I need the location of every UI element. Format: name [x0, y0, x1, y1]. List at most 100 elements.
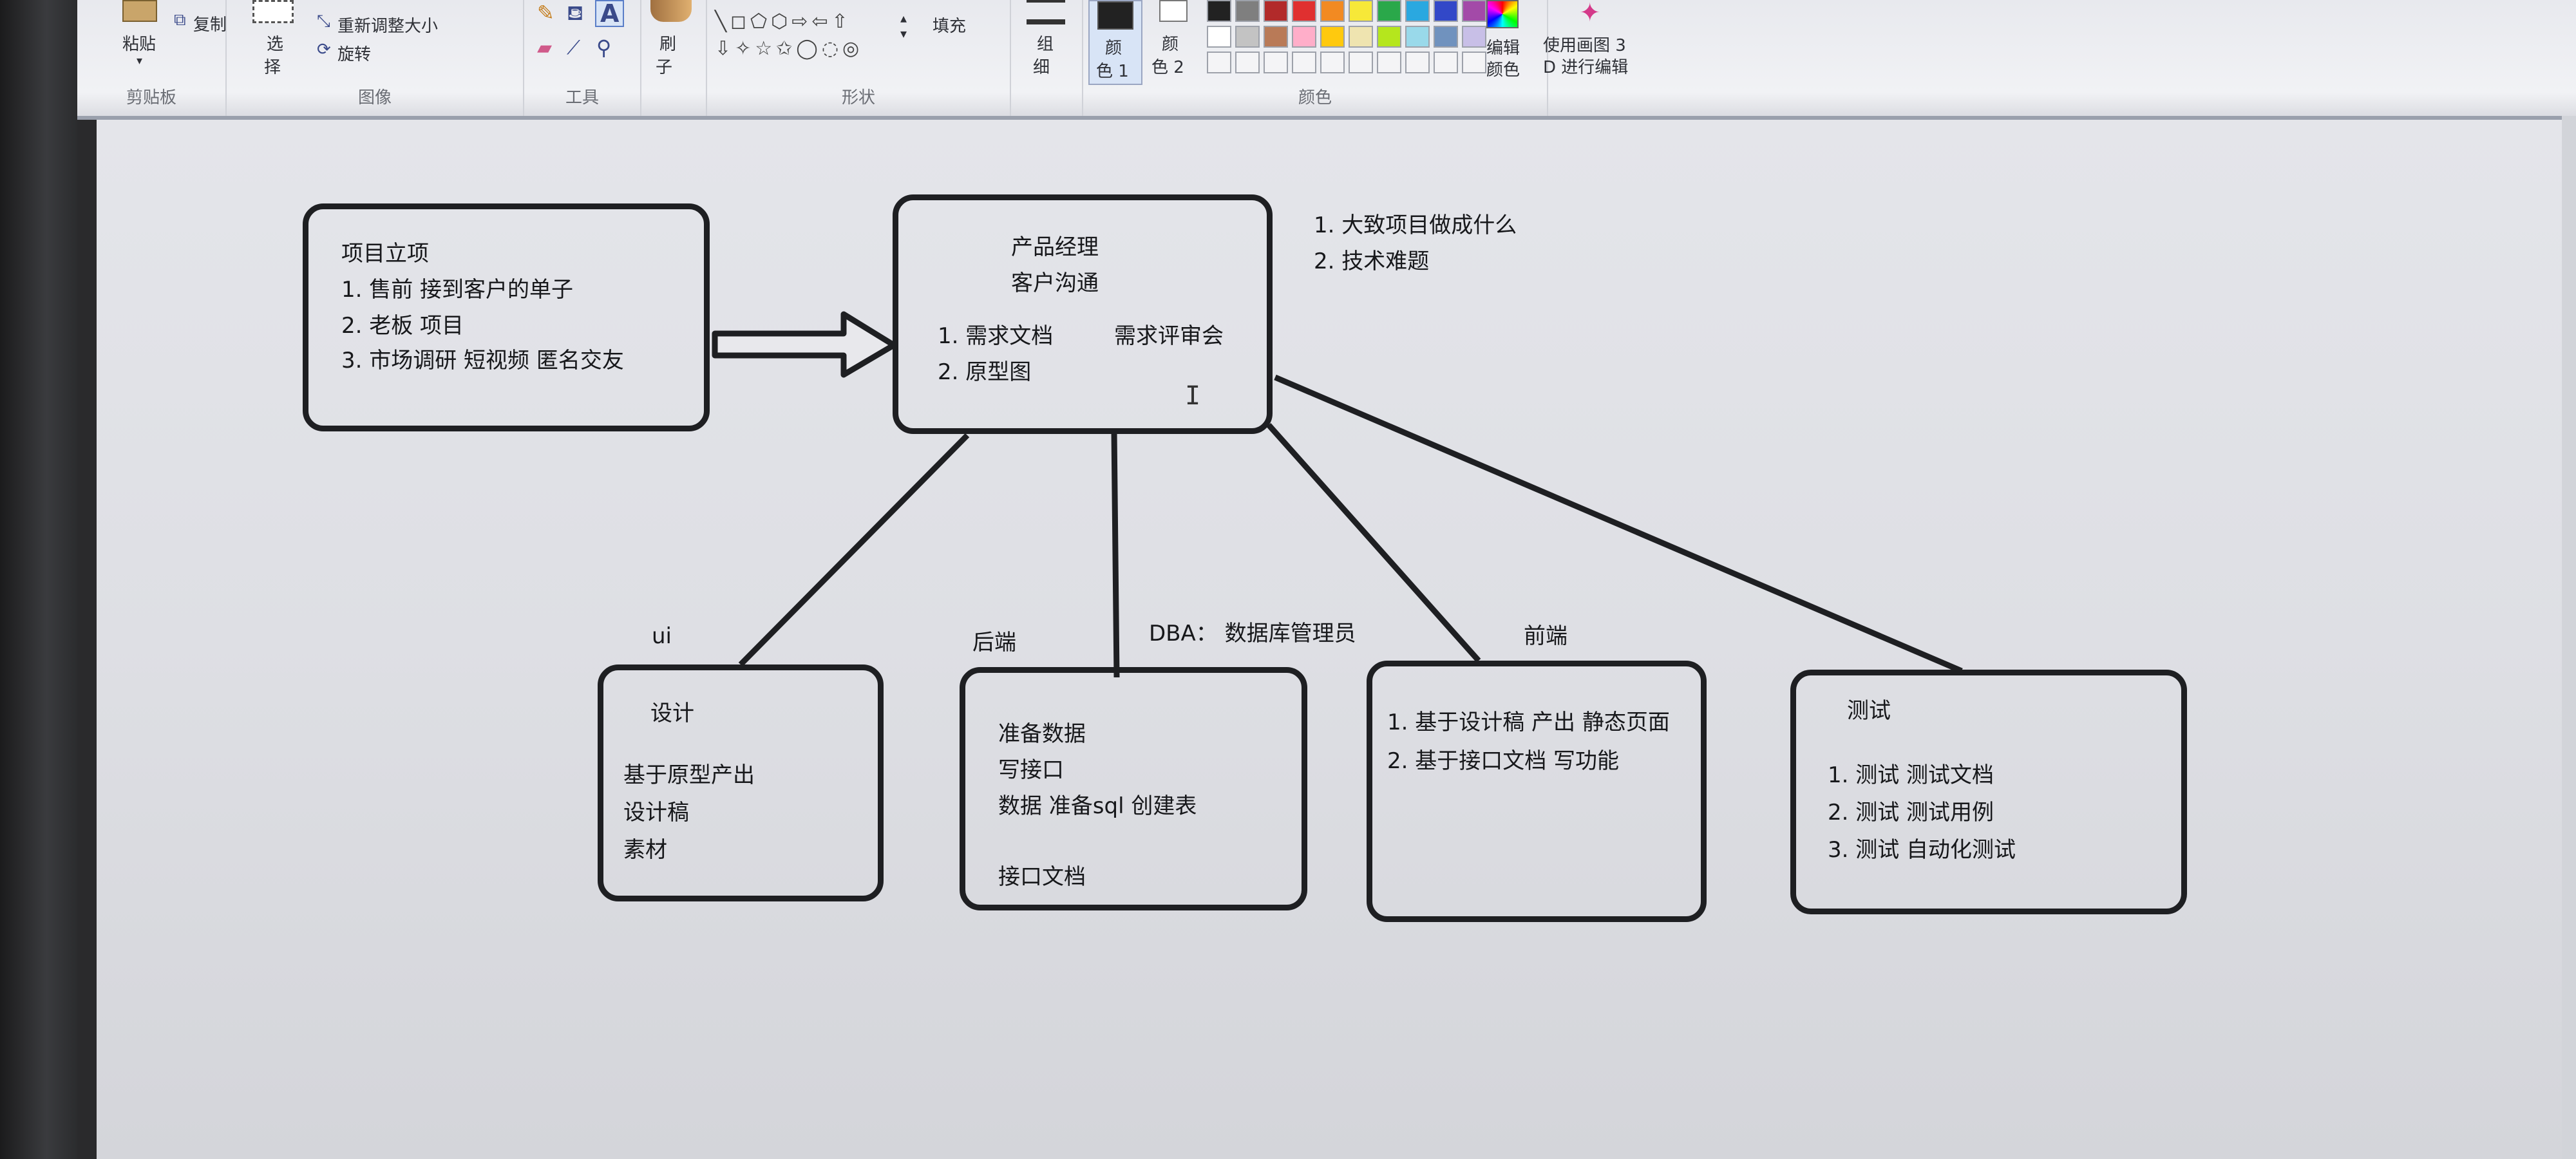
shapes-gallery-row2[interactable]: ⇩✧☆✩◯◌◎ — [715, 37, 864, 60]
edit-colors-button[interactable]: 编辑 — [1486, 39, 1520, 58]
palette-swatch[interactable] — [1292, 26, 1316, 48]
shapes-scroll-icon[interactable]: ▴▾ — [900, 10, 907, 41]
palette-swatch[interactable] — [1264, 26, 1288, 48]
testing-box[interactable] — [1790, 670, 2187, 914]
product-manager-box[interactable] — [893, 194, 1273, 434]
color2-label: 颜 — [1162, 35, 1179, 54]
palette-swatch[interactable] — [1264, 0, 1288, 22]
paint3d-button-line2[interactable]: D 进行编辑 — [1543, 58, 1629, 77]
palette-swatch[interactable] — [1405, 26, 1430, 48]
colors-group-label: 颜色 — [1298, 88, 1332, 108]
palette-swatch-empty[interactable] — [1235, 52, 1260, 73]
color1-button[interactable]: 颜 色 1 — [1088, 0, 1142, 85]
paste-dropdown-icon[interactable]: ▾ — [137, 54, 143, 68]
color-palette — [1207, 0, 1510, 77]
resize-icon[interactable]: ⤡ — [317, 12, 330, 31]
brushes-button-line2[interactable]: 子 — [656, 58, 673, 77]
text-cursor-icon: I — [1185, 381, 1201, 411]
project-title: 项目立项 — [341, 241, 429, 267]
image-group-label: 图像 — [357, 88, 392, 108]
palette-swatch-empty[interactable] — [1207, 52, 1231, 73]
line-pm-to-frontend — [1266, 423, 1481, 663]
palette-swatch[interactable] — [1320, 0, 1345, 22]
select-icon[interactable] — [252, 0, 294, 23]
brushes-group: 刷 子 — [641, 0, 707, 116]
pencil-icon[interactable]: ✎ — [537, 1, 554, 25]
label-ui: ui — [652, 623, 672, 649]
select-button[interactable]: 选 — [267, 35, 284, 54]
select-button-line2[interactable]: 择 — [264, 58, 281, 77]
palette-swatch-empty[interactable] — [1462, 52, 1486, 73]
magnifier-icon[interactable]: ⚲ — [596, 35, 612, 60]
palette-swatch-empty[interactable] — [1434, 52, 1458, 73]
palette-swatch[interactable] — [1434, 26, 1458, 48]
palette-swatch-empty[interactable] — [1264, 52, 1288, 73]
size-group: 组 细 — [1011, 0, 1083, 116]
copy-button[interactable]: 复制 — [193, 15, 227, 35]
clipboard-group: 粘贴 ▾ ⧉ 复制 剪贴板 — [77, 0, 227, 116]
paste-icon[interactable] — [122, 0, 157, 22]
palette-swatch[interactable] — [1207, 26, 1231, 48]
backend-line-4: 接口文档 — [998, 864, 1086, 890]
paint3d-button[interactable]: 使用画图 3 — [1543, 36, 1626, 55]
size-button-line2[interactable]: 细 — [1033, 58, 1050, 77]
palette-swatch[interactable] — [1235, 26, 1260, 48]
palette-swatch[interactable] — [1377, 26, 1401, 48]
palette-swatch[interactable] — [1434, 0, 1458, 22]
paint3d-icon[interactable]: ✦ — [1579, 0, 1601, 28]
palette-swatch[interactable] — [1320, 26, 1345, 48]
palette-swatch[interactable] — [1405, 0, 1430, 22]
palette-swatch-empty[interactable] — [1405, 52, 1430, 73]
pm-title-1: 产品经理 — [1011, 234, 1099, 260]
color2-button[interactable]: 颜 色 2 — [1148, 0, 1199, 82]
fill-bucket-icon[interactable]: ⛾ — [567, 1, 584, 25]
palette-swatch[interactable] — [1349, 26, 1373, 48]
line-pm-to-backend — [1111, 431, 1120, 678]
pm-line-1b: 需求评审会 — [1114, 323, 1224, 349]
backend-box[interactable] — [960, 667, 1307, 910]
design-box[interactable] — [598, 664, 884, 901]
palette-swatch-empty[interactable] — [1377, 52, 1401, 73]
palette-swatch[interactable] — [1462, 0, 1486, 22]
tools-group: ✎ ⛾ A ▰ ⟋ ⚲ 工具 — [524, 0, 641, 116]
drawing-canvas[interactable]: 项目立项 1. 售前 接到客户的单子 2. 老板 项目 3. 市场调研 短视频 … — [97, 120, 2562, 1159]
project-initiation-box[interactable] — [303, 203, 710, 431]
color-picker-icon[interactable]: ⟋ — [567, 37, 580, 59]
label-dba: DBA： 数据库管理员 — [1149, 621, 1356, 646]
text-tool-icon[interactable]: A — [595, 0, 625, 27]
brushes-button[interactable]: 刷 — [659, 35, 677, 54]
rotate-icon[interactable]: ⟳ — [317, 40, 331, 59]
palette-swatch[interactable] — [1349, 0, 1373, 22]
image-group: 选 择 ⤡ 重新调整大小 ⟳ 旋转 图像 — [227, 0, 524, 116]
project-line-3: 3. 市场调研 短视频 匿名交友 — [341, 348, 624, 373]
palette-swatch[interactable] — [1207, 0, 1231, 22]
shape-fill-button[interactable]: 填充 — [933, 17, 967, 36]
eraser-icon[interactable]: ▰ — [537, 37, 553, 59]
project-line-1: 1. 售前 接到客户的单子 — [341, 277, 574, 303]
note-2: 2. 技术难题 — [1314, 249, 1430, 274]
palette-swatch[interactable] — [1292, 0, 1316, 22]
line-size-icon[interactable] — [1027, 0, 1065, 24]
window-edge — [2562, 116, 2576, 1159]
size-button[interactable]: 组 — [1037, 35, 1054, 54]
palette-swatch[interactable] — [1462, 26, 1486, 48]
label-backend: 后端 — [972, 630, 1016, 655]
brush-icon[interactable] — [650, 0, 692, 22]
copy-icon[interactable]: ⧉ — [174, 10, 186, 30]
color1-swatch — [1097, 1, 1133, 30]
resize-button[interactable]: 重新调整大小 — [337, 17, 439, 36]
palette-swatch-empty[interactable] — [1292, 52, 1316, 73]
palette-swatch-empty[interactable] — [1349, 52, 1373, 73]
palette-swatch[interactable] — [1377, 0, 1401, 22]
palette-swatch-empty[interactable] — [1320, 52, 1345, 73]
frontend-box[interactable] — [1367, 661, 1707, 922]
color1-label-line2: 色 1 — [1096, 62, 1129, 81]
shapes-gallery-row1[interactable]: ╲◻⬠⬡⇨⇦⇧ — [715, 10, 852, 33]
palette-swatch[interactable] — [1235, 0, 1260, 22]
edit-colors-button-line2[interactable]: 颜色 — [1486, 61, 1520, 80]
edit-colors-icon[interactable] — [1486, 0, 1519, 28]
rotate-button[interactable]: 旋转 — [337, 45, 372, 64]
paste-button[interactable]: 粘贴 — [122, 35, 156, 54]
pm-line-1: 1. 需求文档 — [938, 323, 1054, 349]
line-pm-to-test — [1274, 374, 1963, 674]
